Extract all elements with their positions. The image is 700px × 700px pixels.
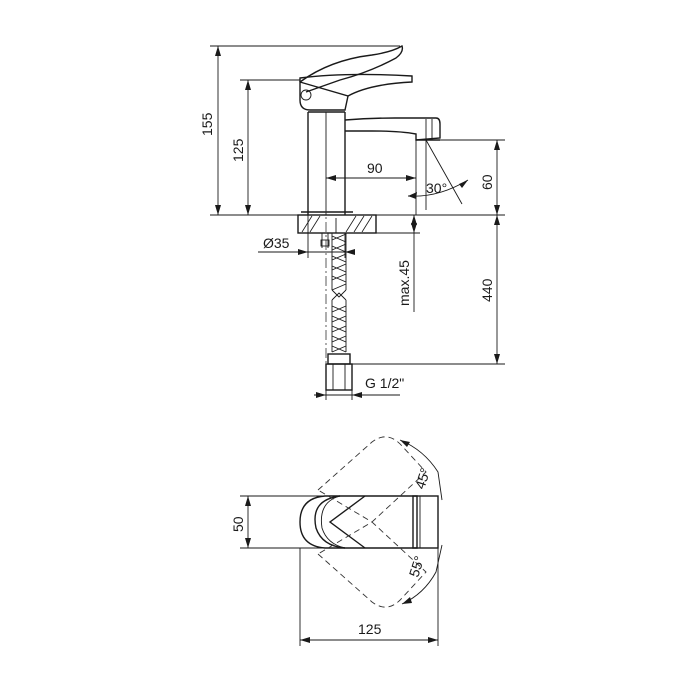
inlet-pins	[320, 218, 337, 248]
angle-45-label: 45°	[412, 466, 434, 491]
dim-50-label: 50	[230, 516, 246, 532]
dim-60-label: 60	[479, 174, 495, 190]
dim-d35-label: Ø35	[263, 235, 290, 251]
top-rotated-outlines	[317, 436, 427, 608]
dim-155-label: 155	[199, 112, 215, 136]
dim-total-height: 155	[199, 45, 400, 216]
dim-thread-label: G 1/2"	[365, 375, 404, 391]
dim-top-width: 50	[230, 495, 325, 549]
dim-spout-angle: 30°	[407, 139, 469, 210]
top-angle-arcs: 45° 55°	[399, 439, 443, 605]
deck-plate	[297, 214, 377, 234]
dim-spout-clearance: 60	[376, 139, 505, 216]
dim-hose-length: 440	[352, 215, 505, 365]
dim-base-diameter: Ø35	[258, 215, 355, 258]
top-view: 45° 55° 50 125	[230, 436, 443, 646]
lever-handle	[299, 44, 413, 111]
dim-body-height: 125	[230, 79, 300, 215]
dim-440-label: 440	[479, 278, 495, 302]
dim-max-deck: max.45	[376, 215, 420, 312]
top-outline	[299, 495, 439, 549]
hose-nut	[325, 353, 353, 391]
flexible-hose	[331, 233, 347, 353]
dim-125-label: 125	[230, 138, 246, 162]
spout	[344, 117, 441, 141]
dim-thread: G 1/2"	[314, 375, 404, 400]
dim-30-label: 30°	[426, 180, 447, 196]
side-view: 155 125 90 30°	[199, 44, 505, 400]
faucet-body	[301, 111, 353, 215]
angle-55-label: 55°	[406, 554, 428, 579]
dim-top-length: 125	[299, 548, 439, 646]
dim-90-label: 90	[367, 160, 383, 176]
dim-spout-reach: 90	[326, 140, 417, 215]
dim-max45-label: max.45	[396, 260, 412, 306]
dim-top-125-label: 125	[358, 621, 382, 637]
